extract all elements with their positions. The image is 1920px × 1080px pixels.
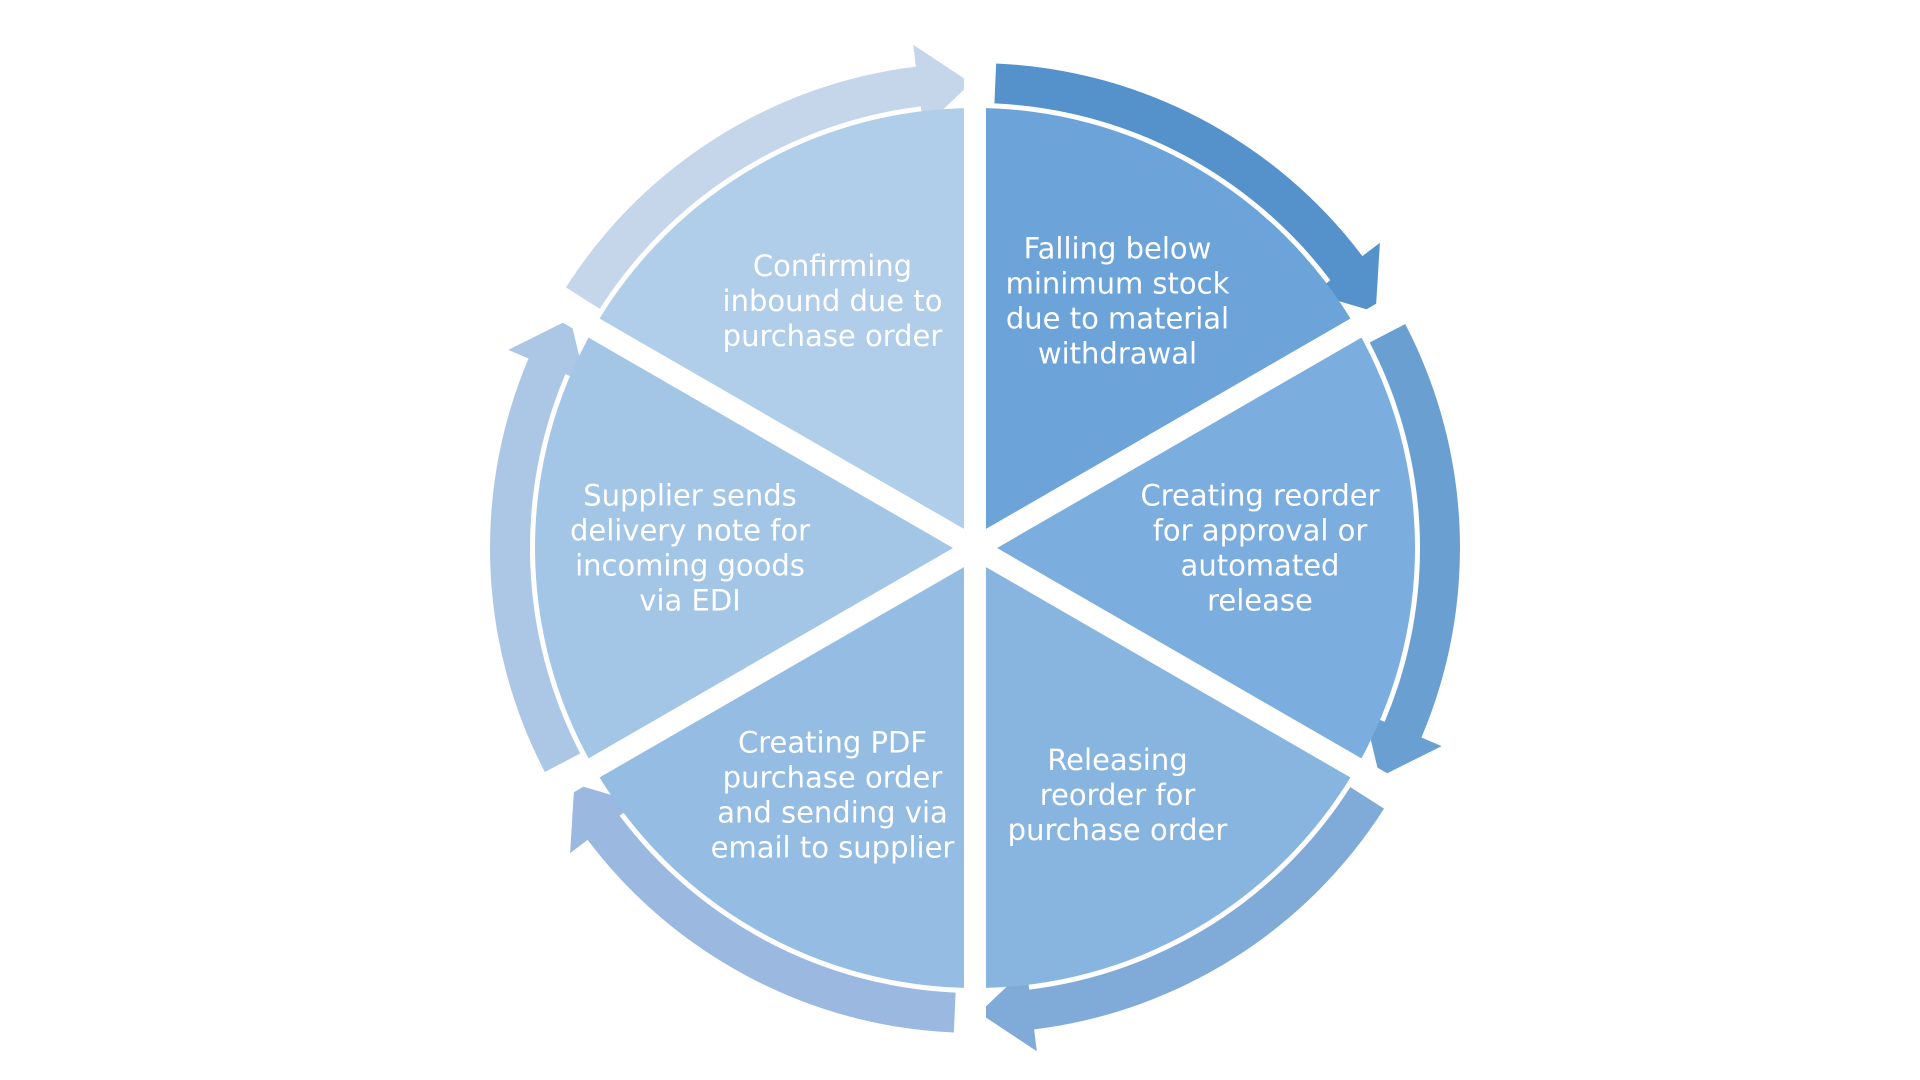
step-label-line: reorder for <box>1040 778 1196 812</box>
cycle-slice-5 <box>535 328 975 768</box>
cycle-arrow-4 <box>570 784 956 1033</box>
step-label-line: email to supplier <box>711 830 955 864</box>
cycle-arrow-2 <box>1364 324 1460 777</box>
cycle-arrows <box>490 44 1460 1052</box>
step-label-line: incoming goods <box>575 549 805 583</box>
step-label-line: release <box>1207 584 1313 618</box>
step-label-line: due to material <box>1006 302 1229 336</box>
step-label-line: purchase order <box>723 319 943 353</box>
step-label-line: minimum stock <box>1006 267 1230 301</box>
step-label-line: via EDI <box>639 584 740 618</box>
step-label-line: Confirming <box>753 249 912 283</box>
cycle-slices <box>514 23 1436 1073</box>
cycle-arrow-3 <box>979 787 1385 1052</box>
cycle-arrow-1 <box>994 63 1380 312</box>
step-label-line: Falling below <box>1024 232 1212 266</box>
step-label-line: withdrawal <box>1038 337 1197 371</box>
cycle-arrow-6 <box>565 44 971 309</box>
step-label-line: inbound due to <box>723 284 943 318</box>
step-label-line: for approval or <box>1153 514 1368 548</box>
step-label-line: purchase order <box>1008 813 1228 847</box>
step-label-line: and sending via <box>717 795 948 829</box>
cycle-slice-1 <box>975 108 1357 548</box>
cycle-slice-4 <box>593 548 975 988</box>
cycle-slice-6 <box>593 108 975 548</box>
step-label-line: Supplier sends <box>583 479 797 513</box>
cycle-arrow-5 <box>490 319 586 772</box>
separator-spoke <box>514 275 1436 821</box>
step-label-line: automated <box>1181 549 1340 583</box>
step-label-line: Releasing <box>1047 743 1187 777</box>
step-label-line: purchase order <box>723 760 943 794</box>
cycle-slice-3 <box>975 548 1357 988</box>
step-label-line: delivery note for <box>570 514 810 548</box>
cycle-slice-2 <box>975 328 1415 768</box>
step-label-line: Creating PDF <box>738 725 927 759</box>
step-label-line: Creating reorder <box>1140 479 1379 513</box>
